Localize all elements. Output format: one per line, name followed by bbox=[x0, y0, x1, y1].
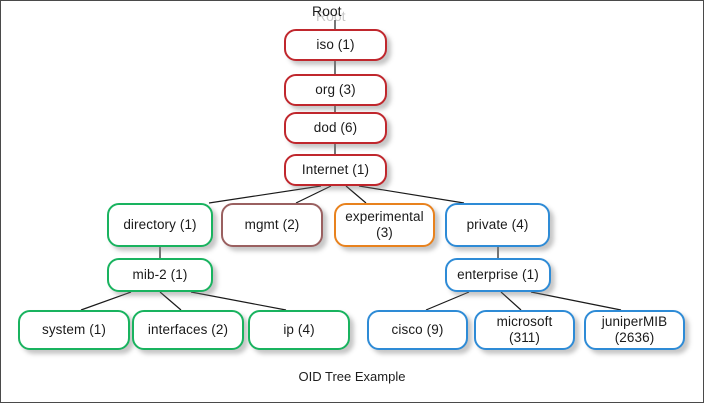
node-label-system: system (1) bbox=[41, 322, 106, 338]
node-directory[interactable]: directory (1) bbox=[107, 203, 213, 247]
node-label-enterprise: enterprise (1) bbox=[457, 267, 539, 283]
node-label-org: org (3) bbox=[315, 82, 356, 98]
node-internet[interactable]: Internet (1) bbox=[284, 154, 387, 186]
edge-mib2-to-ip bbox=[190, 291, 287, 311]
node-label-dod: dod (6) bbox=[313, 120, 358, 136]
node-microsoft[interactable]: microsoft (311) bbox=[474, 310, 575, 350]
node-label-mgmt: mgmt (2) bbox=[244, 217, 300, 233]
node-label-experimental: experimental (3) bbox=[345, 209, 424, 240]
node-label-iso: iso (1) bbox=[316, 37, 355, 53]
node-iso[interactable]: iso (1) bbox=[284, 29, 387, 61]
edge-internet-to-directory bbox=[208, 185, 322, 204]
node-mgmt[interactable]: mgmt (2) bbox=[221, 203, 323, 247]
node-private[interactable]: private (4) bbox=[445, 203, 550, 247]
edge-mib2-to-interfaces bbox=[159, 291, 182, 311]
node-ip[interactable]: ip (4) bbox=[248, 310, 350, 350]
node-label-ip: ip (4) bbox=[283, 322, 315, 338]
edge-enterprise-to-juniper bbox=[530, 291, 622, 311]
edge-enterprise-to-microsoft bbox=[500, 291, 522, 311]
root-label: Root Root bbox=[312, 3, 346, 24]
node-system[interactable]: system (1) bbox=[18, 310, 130, 350]
node-org[interactable]: org (3) bbox=[284, 74, 387, 106]
node-experimental[interactable]: experimental (3) bbox=[334, 203, 435, 247]
node-label-microsoft: microsoft (311) bbox=[496, 314, 553, 345]
node-label-mib2: mib-2 (1) bbox=[132, 267, 188, 283]
node-label-directory: directory (1) bbox=[123, 217, 197, 233]
root-label-text: Root bbox=[312, 3, 342, 19]
edge-mib2-to-system bbox=[80, 291, 132, 311]
figure-caption: OID Tree Example bbox=[298, 369, 406, 384]
node-enterprise[interactable]: enterprise (1) bbox=[445, 258, 551, 292]
edge-enterprise-to-cisco bbox=[425, 291, 470, 311]
node-label-private: private (4) bbox=[466, 217, 529, 233]
node-label-internet: Internet (1) bbox=[301, 162, 370, 178]
node-cisco[interactable]: cisco (9) bbox=[367, 310, 468, 350]
edge-internet-to-experimental bbox=[345, 185, 367, 204]
node-label-interfaces: interfaces (2) bbox=[147, 322, 229, 338]
node-label-juniper: juniperMIB (2636) bbox=[601, 314, 668, 345]
node-dod[interactable]: dod (6) bbox=[284, 112, 387, 144]
node-mib2[interactable]: mib-2 (1) bbox=[107, 258, 213, 292]
edge-internet-to-private bbox=[358, 185, 465, 204]
edge-internet-to-mgmt bbox=[295, 185, 332, 204]
node-interfaces[interactable]: interfaces (2) bbox=[132, 310, 244, 350]
node-juniper[interactable]: juniperMIB (2636) bbox=[584, 310, 685, 350]
node-label-cisco: cisco (9) bbox=[391, 322, 444, 338]
